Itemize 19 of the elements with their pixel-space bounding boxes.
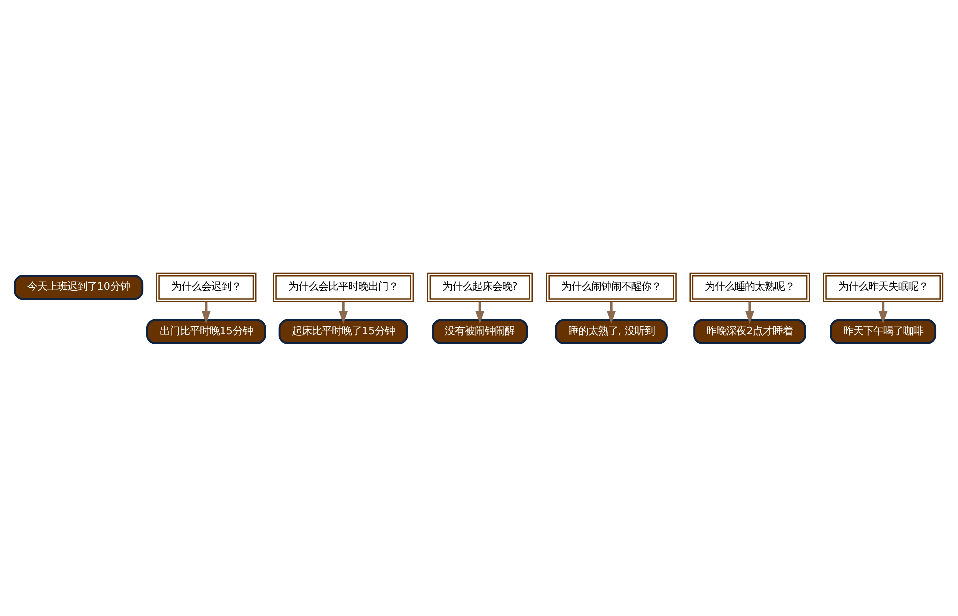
arrow bbox=[202, 301, 211, 324]
node-box: 为什么会迟到？ bbox=[156, 272, 257, 302]
node-box: 昨天下午喝了咖啡 bbox=[830, 318, 937, 344]
arrow bbox=[476, 301, 485, 324]
node-box: 睡的太熟了, 没听到 bbox=[555, 318, 668, 344]
arrow bbox=[607, 301, 616, 324]
node-box: 出门比平时晚15分钟 bbox=[146, 318, 266, 344]
node-box: 为什么睡的太熟呢？ bbox=[690, 272, 810, 302]
node-box: 没有被闹钟闹醒 bbox=[432, 318, 528, 344]
node-box: 为什么闹钟闹不醒你？ bbox=[546, 272, 677, 302]
node-box: 今天上班迟到了10分钟 bbox=[14, 274, 144, 300]
node-box: 为什么昨天失眠呢？ bbox=[823, 272, 944, 302]
node-box: 昨晚深夜2点才睡着 bbox=[694, 318, 806, 344]
node-box: 为什么起床会晚? bbox=[427, 272, 533, 302]
arrow bbox=[746, 301, 754, 324]
node-box: 为什么会比平时晚出门？ bbox=[273, 272, 414, 302]
arrow bbox=[878, 301, 888, 324]
arrow bbox=[339, 301, 348, 324]
node-box: 起床比平时晚了15分钟 bbox=[278, 318, 408, 344]
